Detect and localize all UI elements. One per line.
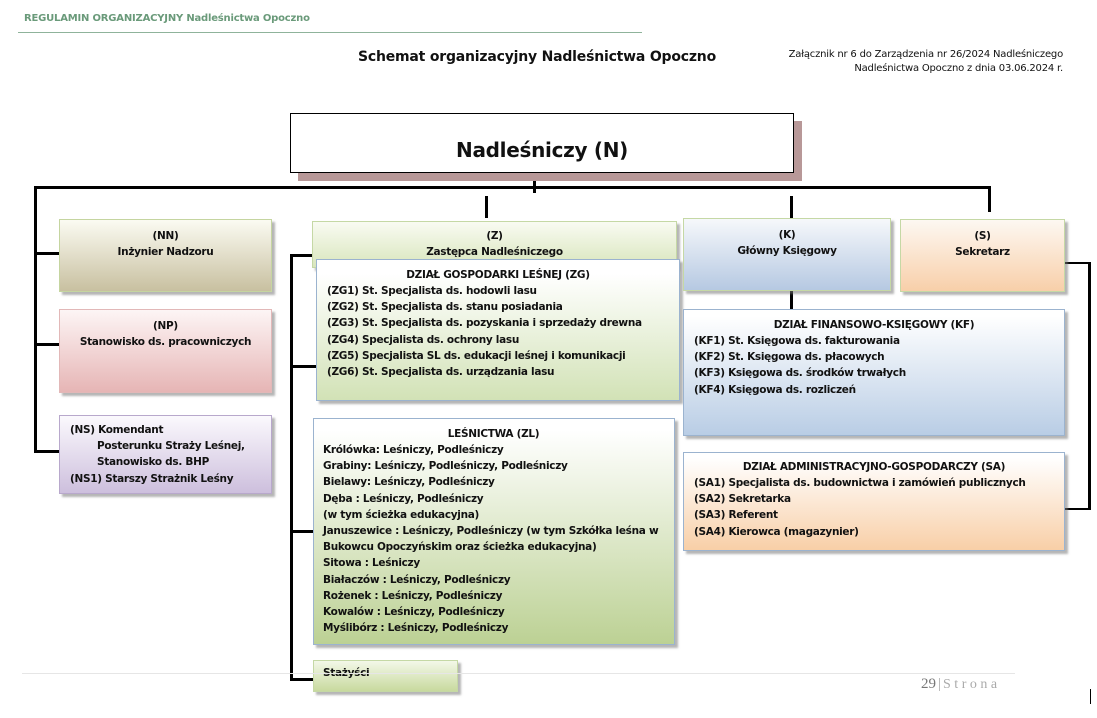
ns-line: (NS) Komendant — [70, 424, 164, 436]
footer-divider — [22, 673, 1015, 674]
dzial-gospodarki-lesnej-box: DZIAŁ GOSPODARKI LEŚNEJ (ZG) (ZG1) St. S… — [316, 259, 680, 401]
zl-item: Kowalów : Leśniczy, Podleśniczy — [323, 606, 505, 619]
attachment-note-line-1: Załącznik nr 6 do Zarządzenia nr 26/2024… — [788, 49, 1064, 60]
running-header-title: REGULAMIN ORGANIZACYJNY Nadleśnictwa Opo… — [24, 13, 310, 24]
page-number-footer: 29|Strona — [921, 676, 1001, 693]
zl-item: Januszewice : Leśniczy, Podleśniczy (w t… — [323, 525, 659, 538]
np-title: Stanowisko ds. pracowniczych — [79, 336, 252, 348]
connector-to-ns — [34, 450, 59, 453]
dzial-finansowo-ksiegowy-box: DZIAŁ FINANSOWO-KSIĘGOWY (KF) (KF1) St. … — [683, 309, 1065, 436]
connector-to-z — [485, 196, 488, 218]
connector-main-horizontal — [34, 186, 991, 189]
zg-title: DZIAŁ GOSPODARKI LEŚNEJ (ZG) — [406, 269, 590, 281]
straz-lesna-box: (NS) Komendant Posterunku Straży Leśnej,… — [59, 415, 272, 494]
zl-item: Bielawy: Leśniczy, Podleśniczy — [323, 476, 495, 489]
zg-item: (ZG3) St. Specjalista ds. pozyskania i s… — [327, 317, 642, 330]
inzynier-nadzoru-box: (NN) Inżynier Nadzoru — [59, 219, 272, 292]
zl-item: (w tym ścieżka edukacyjna) — [323, 508, 480, 521]
lesnictwa-box: LEŚNICTWA (ZL) Królówka: Leśniczy, Podle… — [313, 418, 675, 645]
sa-item: (SA3) Referent — [694, 509, 778, 522]
connector-n-down — [533, 171, 536, 193]
connector-to-nn — [34, 252, 59, 255]
text-cursor — [1090, 689, 1091, 704]
connector-to-zl — [290, 530, 313, 533]
connector-to-k — [790, 196, 793, 218]
kf-title: DZIAŁ FINANSOWO-KSIĘGOWY (KF) — [773, 319, 975, 331]
connector-left-vertical — [34, 186, 37, 453]
s-code: (S) — [974, 230, 991, 242]
kf-item: (KF2) St. Księgowa ds. płacowych — [694, 351, 885, 364]
zg-item: (ZG2) St. Specjalista ds. stanu posiadan… — [327, 301, 563, 314]
s-title: Sekretarz — [955, 246, 1010, 258]
connector-z-top-stub — [290, 254, 314, 257]
k-code: (K) — [778, 229, 796, 241]
kf-item: (KF3) Księgowa ds. środków trwałych — [694, 367, 906, 380]
zg-item: (ZG4) Specjalista ds. ochrony lasu — [327, 333, 520, 346]
zg-item: (ZG5) Specjalista SL ds. edukacji leśnej… — [327, 349, 626, 362]
zl-title: LEŚNICTWA (ZL) — [447, 428, 540, 440]
ns-line: (NS1) Starszy Strażnik Leśny — [70, 472, 234, 485]
stanowisko-pracownicze-box: (NP) Stanowisko ds. pracowniczych — [59, 309, 272, 393]
sa-item: (SA1) Specjalista ds. budownictwa i zamó… — [694, 477, 1026, 489]
zg-item: (ZG1) St. Specjalista ds. hodowli lasu — [327, 285, 537, 297]
sa-item: (SA2) Sekretarka — [694, 493, 791, 506]
z-title: Zastępca Nadleśniczego — [426, 246, 563, 258]
connector-s-right-vertical — [1088, 262, 1091, 510]
sa-item: (SA4) Kierowca (magazynier) — [694, 525, 859, 538]
connector-to-stazysci — [290, 678, 313, 681]
connector-to-sa — [1065, 508, 1091, 510]
nadlesniczy-box: Nadleśniczy (N) — [290, 113, 794, 173]
zl-item: Grabiny: Leśniczy, Podleśniczy, Podleśni… — [323, 460, 568, 473]
zg-item: (ZG6) St. Specjalista ds. urządzania las… — [327, 366, 555, 379]
kf-item: (KF4) Księgowa ds. rozliczeń — [694, 383, 856, 396]
zl-item: Sitowa : Leśniczy — [323, 557, 420, 570]
glowny-ksiegowy-box: (K) Główny Księgowy — [683, 218, 891, 291]
attachment-note: Załącznik nr 6 do Zarządzenia nr 26/2024… — [788, 48, 1064, 76]
attachment-note-line-2: Nadleśnictwa Opoczno z dnia 03.06.2024 r… — [854, 63, 1063, 74]
connector-k-to-kf — [790, 291, 793, 309]
zl-item: Dęba : Leśniczy, Podleśniczy — [323, 492, 484, 505]
connector-to-np — [34, 343, 59, 346]
nn-title: Inżynier Nadzoru — [117, 246, 214, 258]
connector-to-s — [988, 186, 991, 212]
stazysci-box: Stażyści — [313, 660, 458, 692]
connector-s-right-stub — [1065, 262, 1091, 264]
sekretarz-box: (S) Sekretarz — [900, 219, 1065, 292]
dzial-administracyjno-gospodarczy-box: DZIAŁ ADMINISTRACYJNO-GOSPODARCZY (SA) (… — [683, 452, 1065, 551]
page-word: Strona — [943, 677, 1001, 692]
zl-item: Bukowcu Opoczyńskim oraz ścieżka edukacy… — [323, 541, 597, 554]
zl-item: Królówka: Leśniczy, Podleśniczy — [323, 444, 504, 456]
connector-to-zg — [290, 365, 316, 368]
ns-line: Posterunku Straży Leśnej, — [97, 440, 245, 453]
np-code: (NP) — [153, 320, 178, 332]
nadlesniczy-label: Nadleśniczy (N) — [456, 138, 628, 162]
kf-item: (KF1) St. Księgowa ds. fakturowania — [694, 335, 900, 347]
connector-z-vertical — [290, 254, 293, 681]
zl-item: Białaczów : Leśniczy, Podleśniczy — [323, 573, 511, 586]
header-divider — [18, 32, 642, 33]
page-separator: | — [938, 676, 942, 692]
k-title: Główny Księgowy — [737, 245, 837, 257]
document-title: Schemat organizacyjny Nadleśnictwa Opocz… — [358, 49, 716, 65]
sa-title: DZIAŁ ADMINISTRACYJNO-GOSPODARCZY (SA) — [742, 461, 1006, 473]
nn-code: (NN) — [152, 230, 179, 242]
z-code: (Z) — [486, 230, 503, 242]
ns-line: Stanowisko ds. BHP — [97, 456, 209, 469]
zl-item: Rożenek : Leśniczy, Podleśniczy — [323, 589, 503, 602]
zl-item: Myślibórz : Leśniczy, Podleśniczy — [323, 622, 509, 635]
page-number: 29 — [921, 676, 936, 692]
